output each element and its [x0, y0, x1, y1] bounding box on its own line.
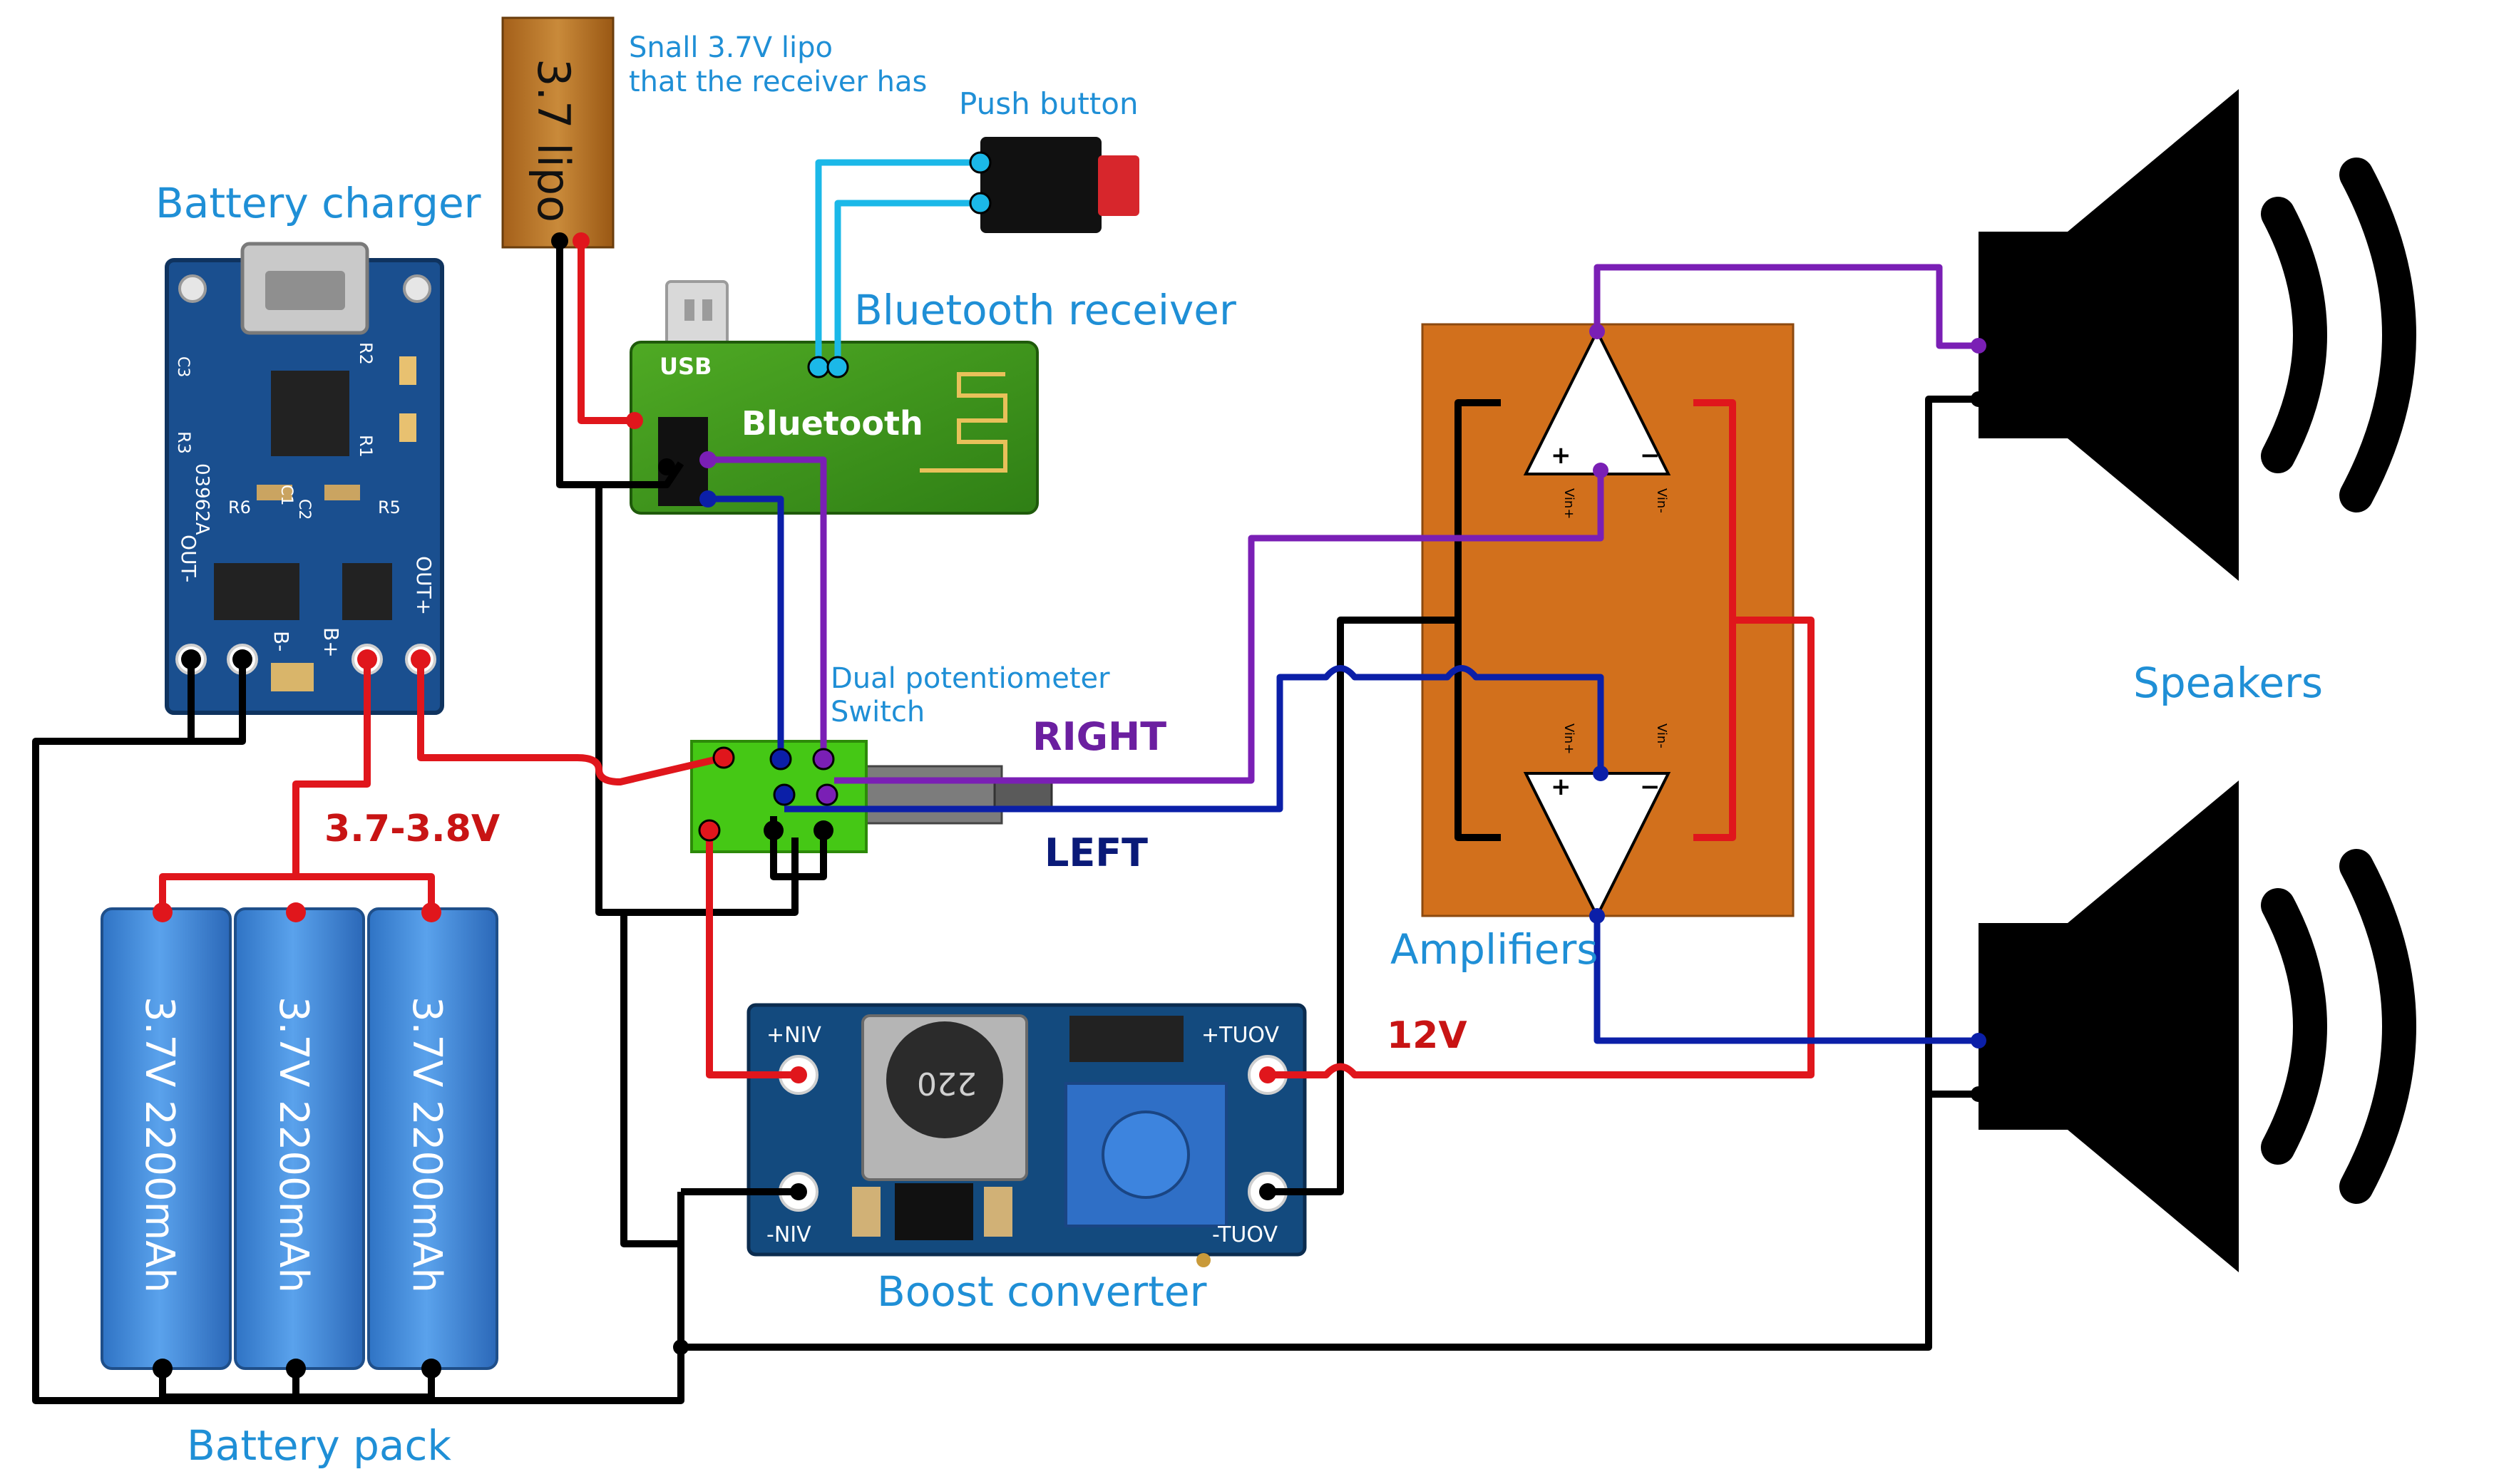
battery-pack-label: Battery pack	[187, 1421, 451, 1470]
amp-top-plus: +	[1551, 441, 1571, 470]
speaker-top	[1979, 89, 2416, 581]
red-wires	[159, 242, 1815, 1078]
push-button	[980, 137, 1139, 233]
battery-cell-1-label: 3.7V 2200mAh	[136, 996, 183, 1293]
connection-dots	[153, 151, 1986, 1379]
sound-wave-icon	[2261, 888, 2327, 1165]
lipo-note-line1: Snall 3.7V lipo	[629, 31, 833, 64]
amp-vin-minus-label-top: Vin-	[1654, 488, 1669, 513]
dual-potentiometer-switch	[690, 740, 1053, 853]
charger-r6-label: R6	[228, 498, 251, 517]
speakers-label: Speakers	[2133, 659, 2323, 707]
purple-wires	[708, 264, 1979, 784]
charger-r2-label: R2	[356, 342, 376, 365]
twelve-volt-label: 12V	[1387, 1014, 1467, 1057]
push-button-label: Push button	[959, 86, 1139, 121]
amp-vin-plus-label-top: Vin+	[1561, 488, 1576, 519]
charger-r5-label: R5	[378, 498, 401, 517]
dual-pot-label-line2: Switch	[831, 696, 925, 728]
charger-out-plus-label: OUT+	[412, 556, 436, 615]
charger-ic-code: 03962A	[191, 463, 212, 535]
charger-b-minus-label: B-	[270, 631, 293, 651]
lipo-battery: 3.7 lipo	[501, 16, 615, 249]
black-wires	[32, 241, 1979, 1404]
charger-r3-label: R3	[174, 431, 194, 454]
charger-out-minus-label: OUT-	[177, 535, 200, 582]
boost-vout-plus-label: +TUOV	[1201, 1023, 1280, 1048]
boost-vin-plus-label: +NIV	[766, 1023, 821, 1048]
battery-cell-3: 3.7V 2200mAh	[367, 907, 498, 1370]
lipo-body-label: 3.7 lipo	[528, 58, 580, 222]
boost-converter-label: Boost converter	[877, 1267, 1207, 1316]
battery-charger-label: Battery charger	[155, 179, 481, 227]
charger-c3-label: C3	[174, 356, 192, 377]
amp-bottom-plus: +	[1551, 773, 1571, 801]
battery-cell-3-label: 3.7V 2200mAh	[404, 996, 450, 1293]
usb-label: USB	[660, 353, 712, 380]
inductor-code: 220	[917, 1065, 977, 1101]
cyan-wires	[815, 159, 980, 367]
boost-converter-board: 220 +NIV -NIV +TUOV -TUOV	[746, 1003, 1307, 1267]
battery-cell-1: 3.7V 2200mAh	[101, 907, 232, 1370]
charger-b-plus-label: B+	[319, 627, 343, 658]
battery-pack: 3.7V 2200mAh 3.7V 2200mAh 3.7V 2200mAh	[101, 907, 498, 1370]
sound-wave-icon	[2339, 158, 2416, 512]
speaker-bottom	[1979, 780, 2416, 1272]
left-channel-label: LEFT	[1045, 830, 1148, 875]
pcb-antenna	[920, 372, 1007, 473]
voltage-range-label: 3.7-3.8V	[324, 808, 500, 850]
battery-cell-2: 3.7V 2200mAh	[234, 907, 365, 1370]
amplifiers-label: Amplifiers	[1390, 925, 1598, 974]
bluetooth-receiver-label: Bluetooth receiver	[854, 286, 1236, 334]
lipo-note-line2: that the receiver has	[629, 66, 927, 98]
diagram-labels: Battery charger Snall 3.7V lipo that the…	[155, 31, 2323, 1470]
boost-vout-minus-label: -TUOV	[1212, 1222, 1278, 1247]
sound-wave-icon	[2261, 197, 2327, 473]
usb-plug	[665, 280, 729, 347]
right-channel-label: RIGHT	[1032, 714, 1166, 759]
boost-vin-minus-label: -NIV	[766, 1222, 811, 1247]
charger-ic-chip	[271, 371, 349, 456]
dual-pot-label-line1: Dual potentiometer	[831, 662, 1110, 695]
battery-charger-board: OUT- OUT+ B- B+ 03962A R1 R2 R3 R5 R6 C1…	[165, 242, 444, 715]
amp-top-minus: −	[1640, 441, 1661, 470]
battery-cell-2-label: 3.7V 2200mAh	[270, 996, 317, 1293]
charger-c2-label: C2	[295, 499, 313, 520]
sound-wave-icon	[2339, 849, 2416, 1204]
blue-wires	[708, 495, 1979, 1044]
amp-vin-plus-label: Vin+	[1561, 723, 1576, 754]
charger-c1-label: C1	[277, 485, 295, 505]
charger-r1-label: R1	[356, 435, 376, 458]
bluetooth-label: Bluetooth	[741, 404, 923, 443]
amp-vin-minus-label: Vin-	[1654, 723, 1669, 748]
amp-bottom-minus: −	[1640, 773, 1661, 801]
